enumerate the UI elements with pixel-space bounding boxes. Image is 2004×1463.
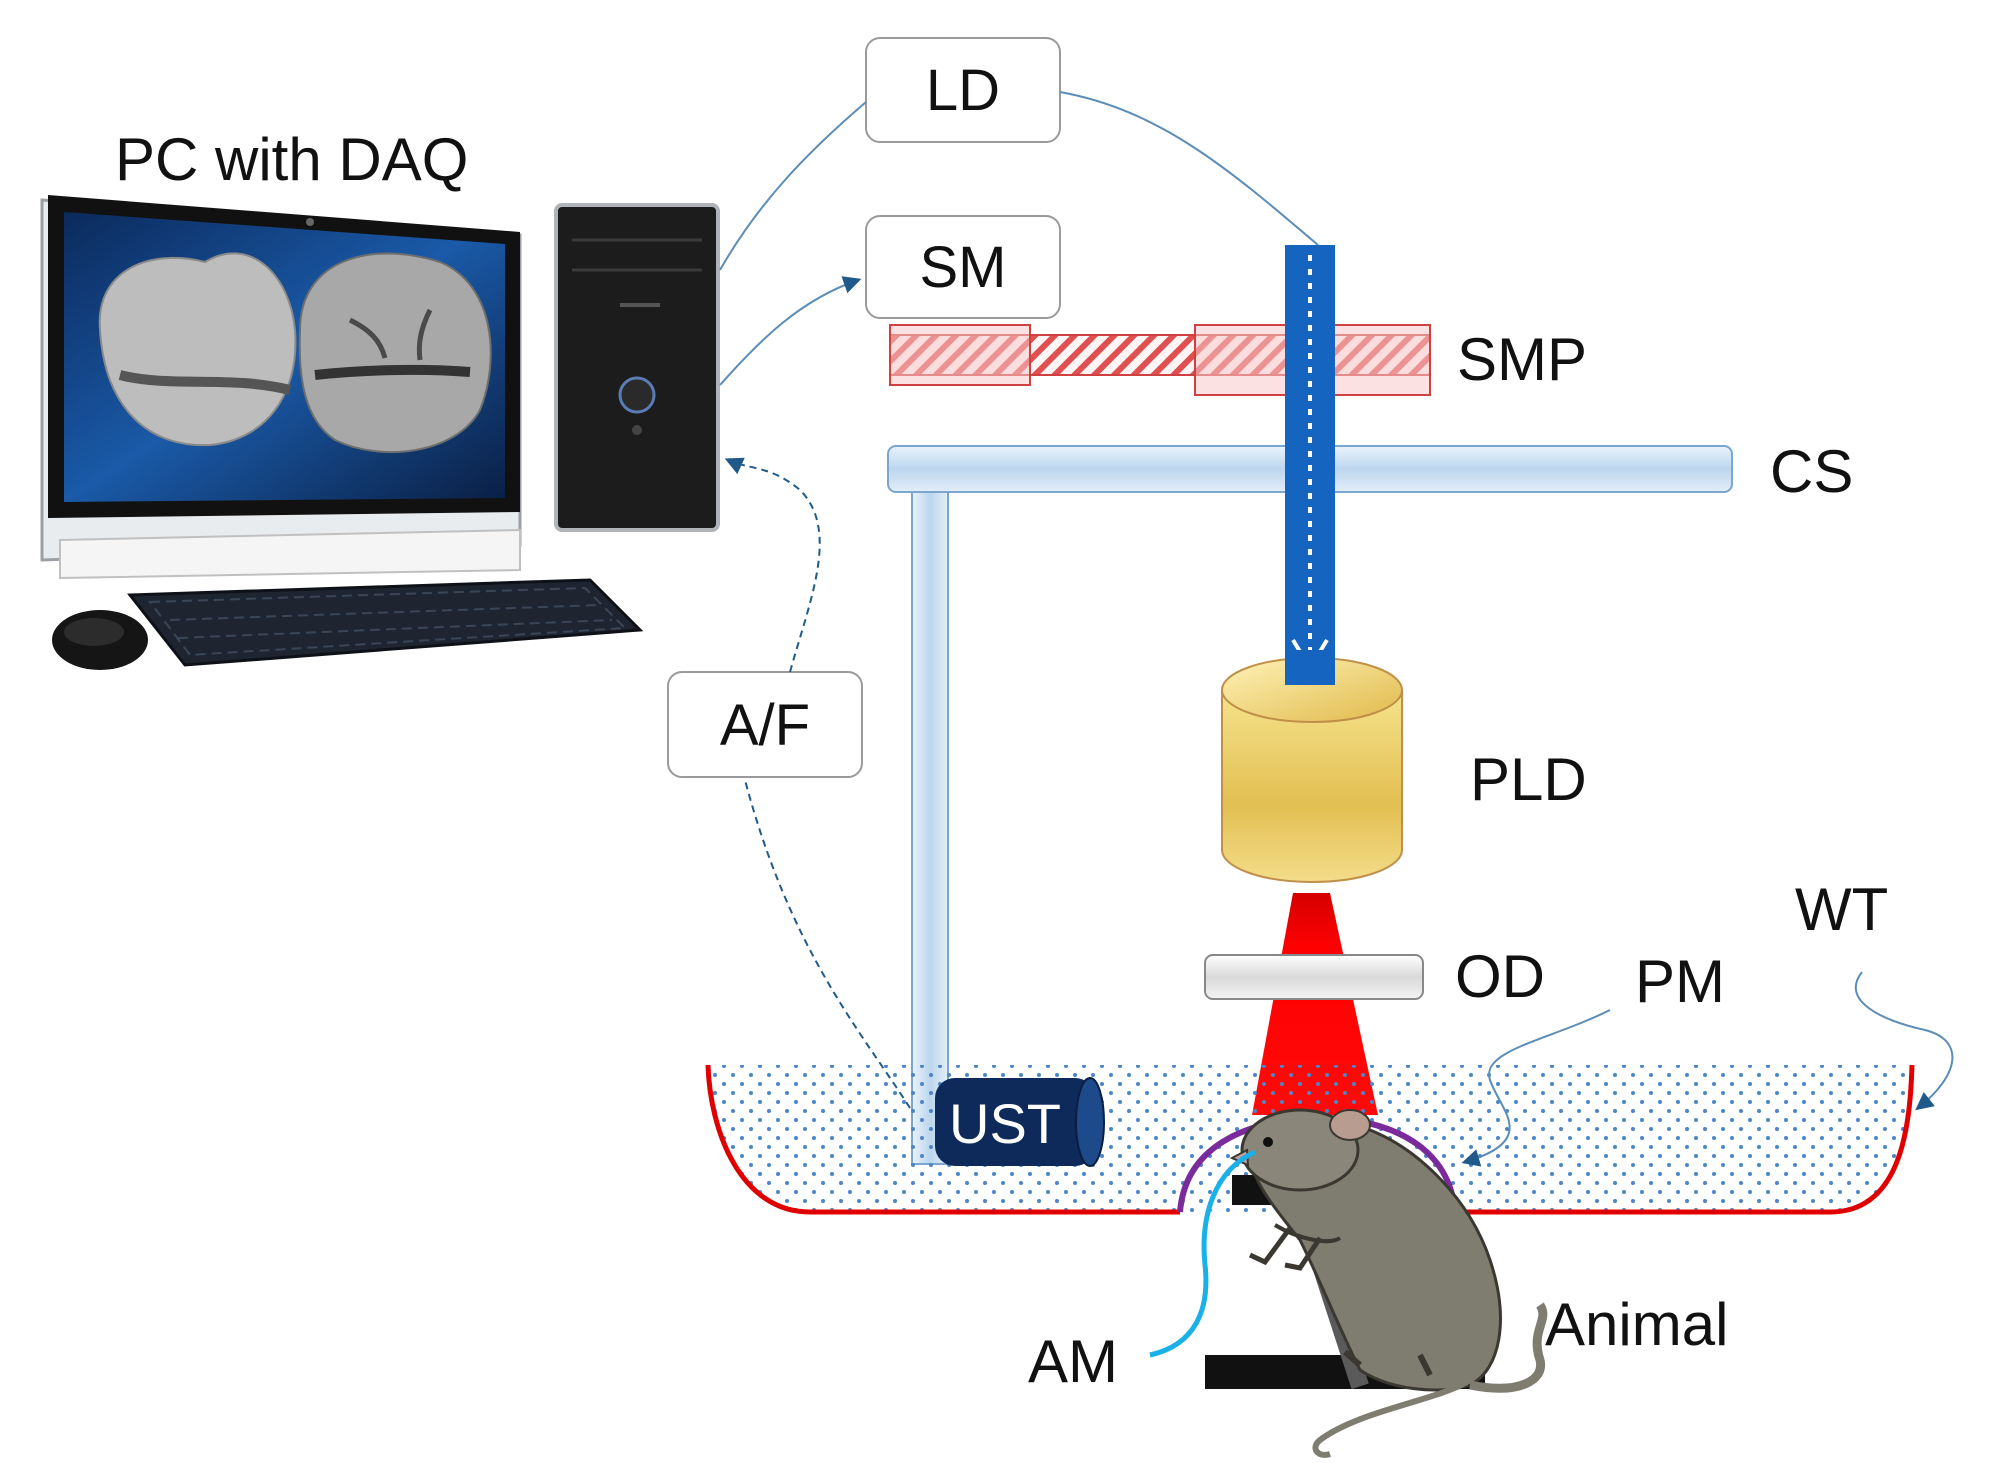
- ld-box: LD: [865, 37, 1061, 143]
- pc-to-sm-arrow: [719, 276, 862, 386]
- laser-cone: [1252, 893, 1378, 1115]
- sm-label: SM: [920, 235, 1007, 300]
- pm-arrow: [1461, 1009, 1611, 1167]
- keyboard-icon: [126, 578, 644, 667]
- pld-lens: [1221, 650, 1403, 883]
- af-label: A/F: [720, 693, 810, 758]
- monitor-icon: [40, 195, 522, 580]
- ust-label: UST: [949, 1092, 1061, 1155]
- pm-label: PM: [1635, 948, 1725, 1015]
- ust-transducer: UST: [935, 1077, 1105, 1167]
- ld-to-pc-connector: [719, 101, 867, 271]
- smp-rail: [889, 324, 1431, 396]
- sm-box: SM: [865, 215, 1061, 319]
- smp-label: SMP: [1457, 326, 1587, 393]
- pc-tower-icon: [554, 203, 720, 532]
- cs-bar: [887, 445, 1733, 1165]
- mouse-icon: [52, 610, 148, 670]
- od-plate: [1204, 954, 1424, 1000]
- af-box: A/F: [667, 671, 863, 778]
- pld-label: PLD: [1470, 746, 1587, 813]
- wt-arrow: [1854, 971, 1954, 1111]
- cs-label: CS: [1770, 438, 1853, 505]
- ld-to-laser-connector: [1059, 91, 1319, 246]
- af-to-pc-arrow: [724, 457, 821, 673]
- laser-beam: [1285, 245, 1335, 675]
- wt-label: WT: [1795, 876, 1888, 943]
- od-label: OD: [1455, 943, 1545, 1010]
- ld-label: LD: [926, 58, 1000, 123]
- pc-label: PC with DAQ: [115, 126, 468, 193]
- ust-to-af-connector: [744, 779, 911, 1109]
- am-label: AM: [1028, 1328, 1118, 1395]
- rat-icon: [1229, 1108, 1548, 1458]
- animal-label: Animal: [1545, 1291, 1728, 1358]
- am-tube: [1149, 1149, 1257, 1358]
